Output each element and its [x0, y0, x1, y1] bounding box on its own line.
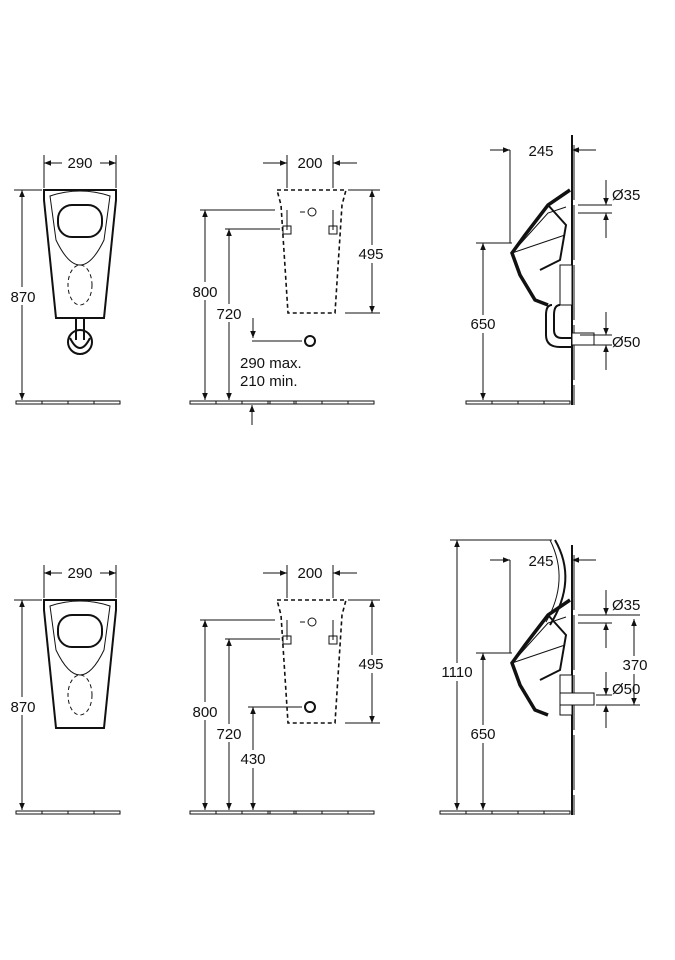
depth-label: 245: [528, 143, 553, 160]
height-720-label: 720: [216, 306, 241, 323]
height-label: 870: [10, 289, 35, 306]
inlet-diameter-label: Ø35: [612, 187, 640, 204]
total-height-label: 1110: [441, 664, 472, 681]
depth-label: 245: [528, 553, 553, 570]
height-495-label: 495: [358, 656, 383, 673]
height-720-label: 720: [216, 726, 241, 743]
width-label: 200: [297, 155, 322, 172]
outlet-diameter-label: Ø50: [612, 681, 640, 698]
height-label: 650: [470, 726, 495, 743]
bottom-rear-view: 200 495 800 720 430: [188, 565, 389, 815]
bottom-side-view: 245 1110 650 Ø35 Ø50 370: [436, 539, 652, 817]
drain-min-label: 210 min.: [240, 373, 298, 390]
height-label: 870: [10, 699, 35, 716]
width-label: 290: [67, 155, 92, 172]
width-label: 290: [67, 565, 92, 582]
inlet-diameter-label: Ø35: [612, 597, 640, 614]
height-430-label: 430: [240, 751, 265, 768]
height-label: 650: [470, 316, 495, 333]
top-front-view: 290 870: [6, 155, 121, 405]
bottom-front-view: 290 870: [6, 565, 121, 815]
height-495-label: 495: [358, 246, 383, 263]
height-800-label: 800: [192, 284, 217, 301]
spacing-label: 370: [622, 657, 647, 674]
top-rear-view: 200 495 800 720 290 max. 210 min.: [188, 155, 389, 425]
outlet-diameter-label: Ø50: [612, 334, 640, 351]
width-label: 200: [297, 565, 322, 582]
drain-max-label: 290 max.: [240, 355, 302, 372]
height-800-label: 800: [192, 704, 217, 721]
top-side-view: 245 650 Ø35 Ø50: [465, 133, 640, 407]
